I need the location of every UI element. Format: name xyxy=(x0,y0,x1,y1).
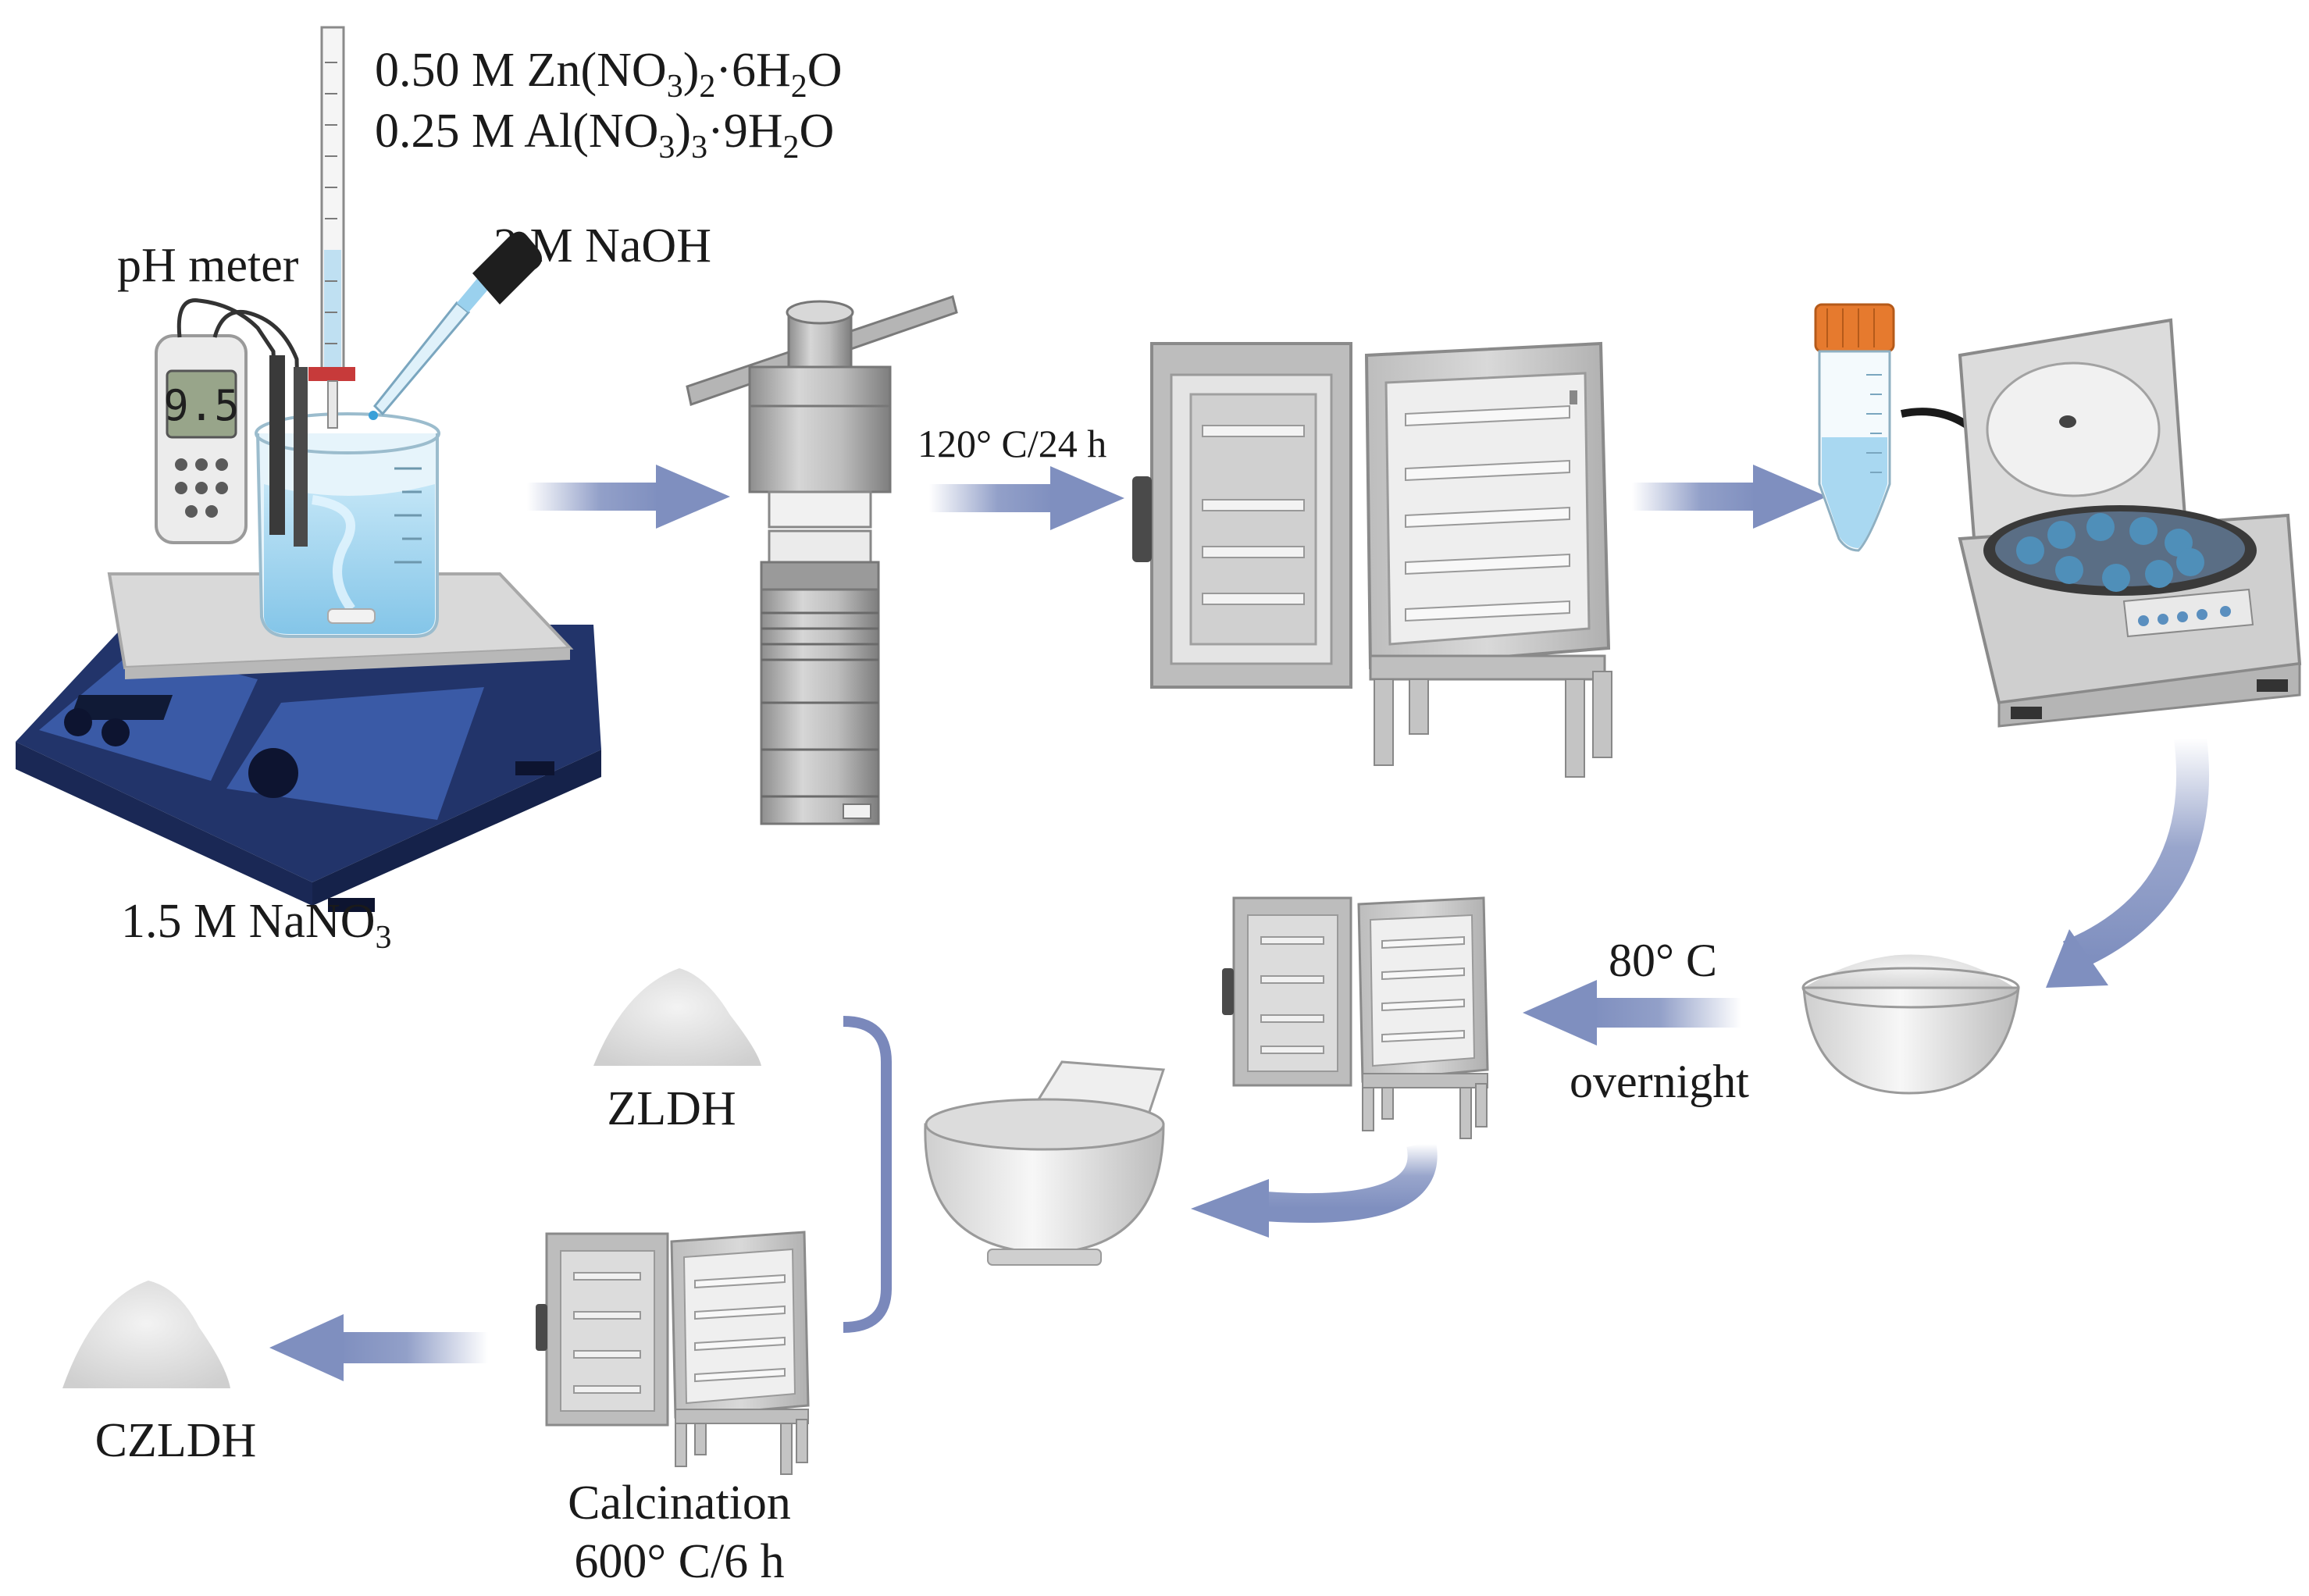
ph-display xyxy=(166,369,237,439)
drying-time-label: overnight xyxy=(1570,1056,1749,1107)
oven-handle xyxy=(1132,476,1152,562)
knob-icon xyxy=(248,748,298,798)
hot-plate-stirrer xyxy=(16,572,601,912)
arrow-to-tube xyxy=(1632,465,1827,529)
drying-oven-large xyxy=(1132,341,1612,778)
ph-meter-label: pH meter xyxy=(117,239,299,292)
arrow-to-czldh xyxy=(269,1314,488,1381)
arrow-to-mortar xyxy=(1191,1141,1438,1238)
calcination-furnace xyxy=(536,1231,810,1475)
al-nitrate-label: 0.25 M Al(NO3)3·9H2O xyxy=(375,105,834,166)
drying-temp-label: 80° C xyxy=(1609,935,1717,986)
knob-icon xyxy=(102,718,130,746)
autoclave-condition-label: 120° C/24 h xyxy=(918,422,1106,465)
ph-meter: 9.5 xyxy=(155,298,308,547)
centrifuge-tube xyxy=(1814,303,1895,552)
knob-icon xyxy=(64,708,92,736)
mortar-and-pestle xyxy=(924,1060,1166,1266)
centrifuge xyxy=(1958,318,2302,728)
stopcock-icon xyxy=(308,367,355,381)
ph-reading: 9.5 xyxy=(163,381,240,430)
bowl-with-powder xyxy=(1801,954,2020,1095)
arrow-to-oven xyxy=(929,466,1124,530)
zldh-powder xyxy=(593,968,761,1066)
dropper xyxy=(369,231,542,420)
arrow-to-bowl xyxy=(2046,736,2209,988)
autoclave xyxy=(686,295,958,825)
arrow-to-autoclave xyxy=(527,465,730,529)
nano3-label: 1.5 M NaNO3 xyxy=(121,895,391,956)
calcination-condition-label: 600° C/6 h xyxy=(574,1535,784,1588)
dropper-bulb-icon xyxy=(472,231,542,305)
czldh-powder xyxy=(62,1281,230,1388)
drying-oven-small xyxy=(1222,896,1489,1139)
zldh-label: ZLDH xyxy=(607,1082,736,1135)
zn-nitrate-label: 0.50 M Zn(NO3)2·6H2O xyxy=(375,44,843,105)
calcination-label: Calcination xyxy=(568,1477,791,1530)
burette xyxy=(308,26,355,429)
bracket xyxy=(843,1016,892,1333)
arrow-to-small-oven xyxy=(1523,980,1741,1046)
czldh-label: CZLDH xyxy=(95,1414,257,1467)
